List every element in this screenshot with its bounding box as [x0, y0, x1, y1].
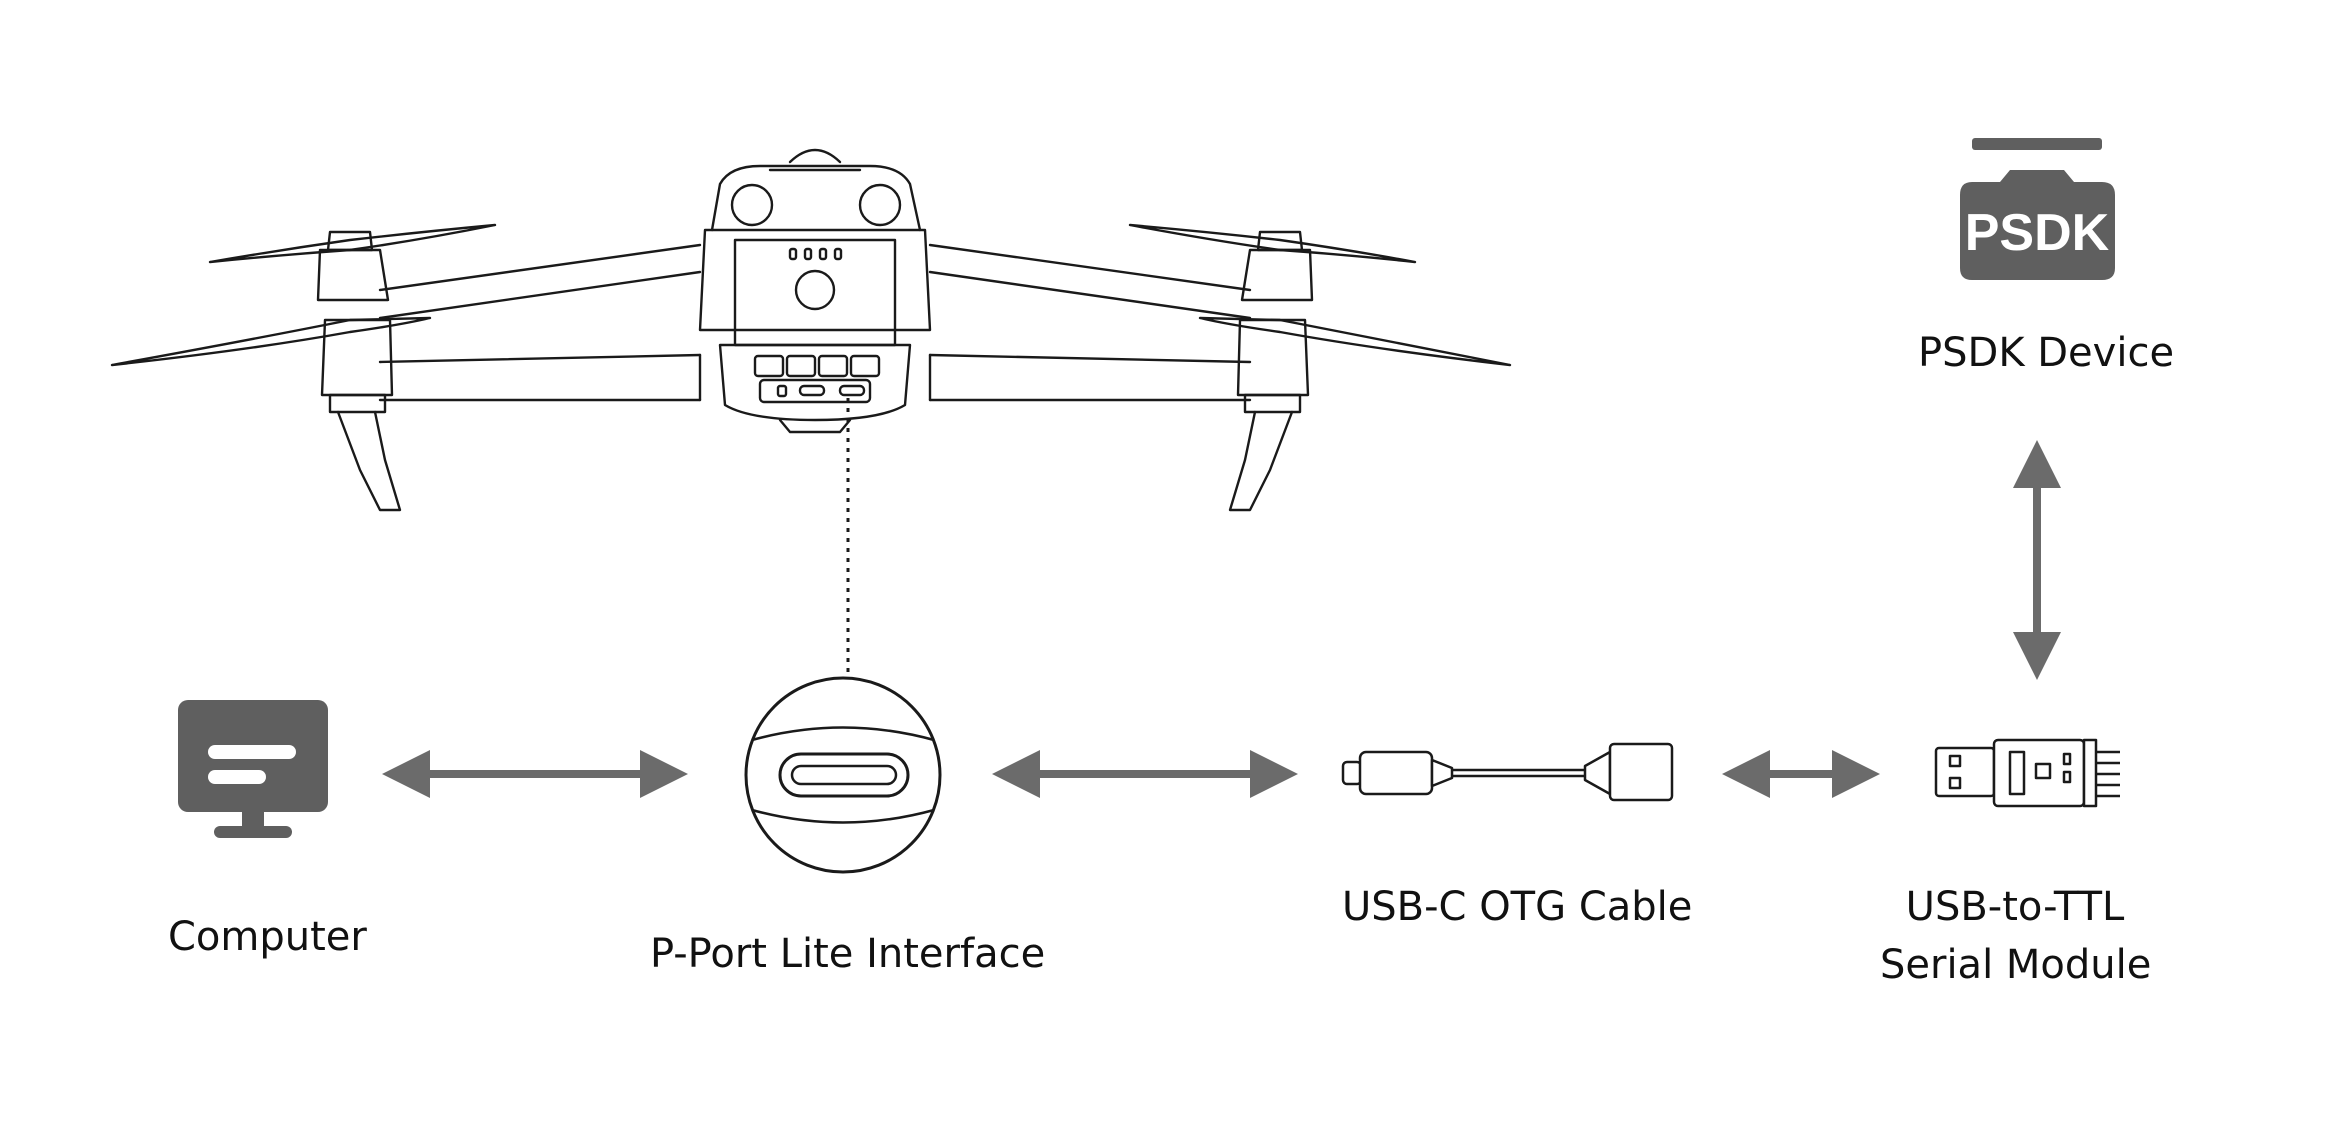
psdk-device-icon: PSDK [1960, 138, 2115, 280]
usb-c-otg-cable-icon [1341, 742, 1674, 802]
computer-label: Computer [168, 914, 367, 960]
usbc-cable-label: USB-C OTG Cable [1342, 884, 1693, 930]
drone-icon [110, 148, 1512, 512]
psdk-device-label: PSDK Device [1918, 330, 2175, 376]
usb-c-port-icon [744, 676, 942, 874]
monitor-icon [178, 700, 328, 838]
usb-ttl-label-line2: Serial Module [1880, 942, 2152, 988]
psdk-logo-text: PSDK [1965, 204, 2110, 262]
usb-ttl-label-line1: USB-to-TTL [1905, 884, 2125, 930]
pport-label: P-Port Lite Interface [650, 931, 1046, 977]
usb-ttl-module-icon [1934, 738, 2120, 808]
